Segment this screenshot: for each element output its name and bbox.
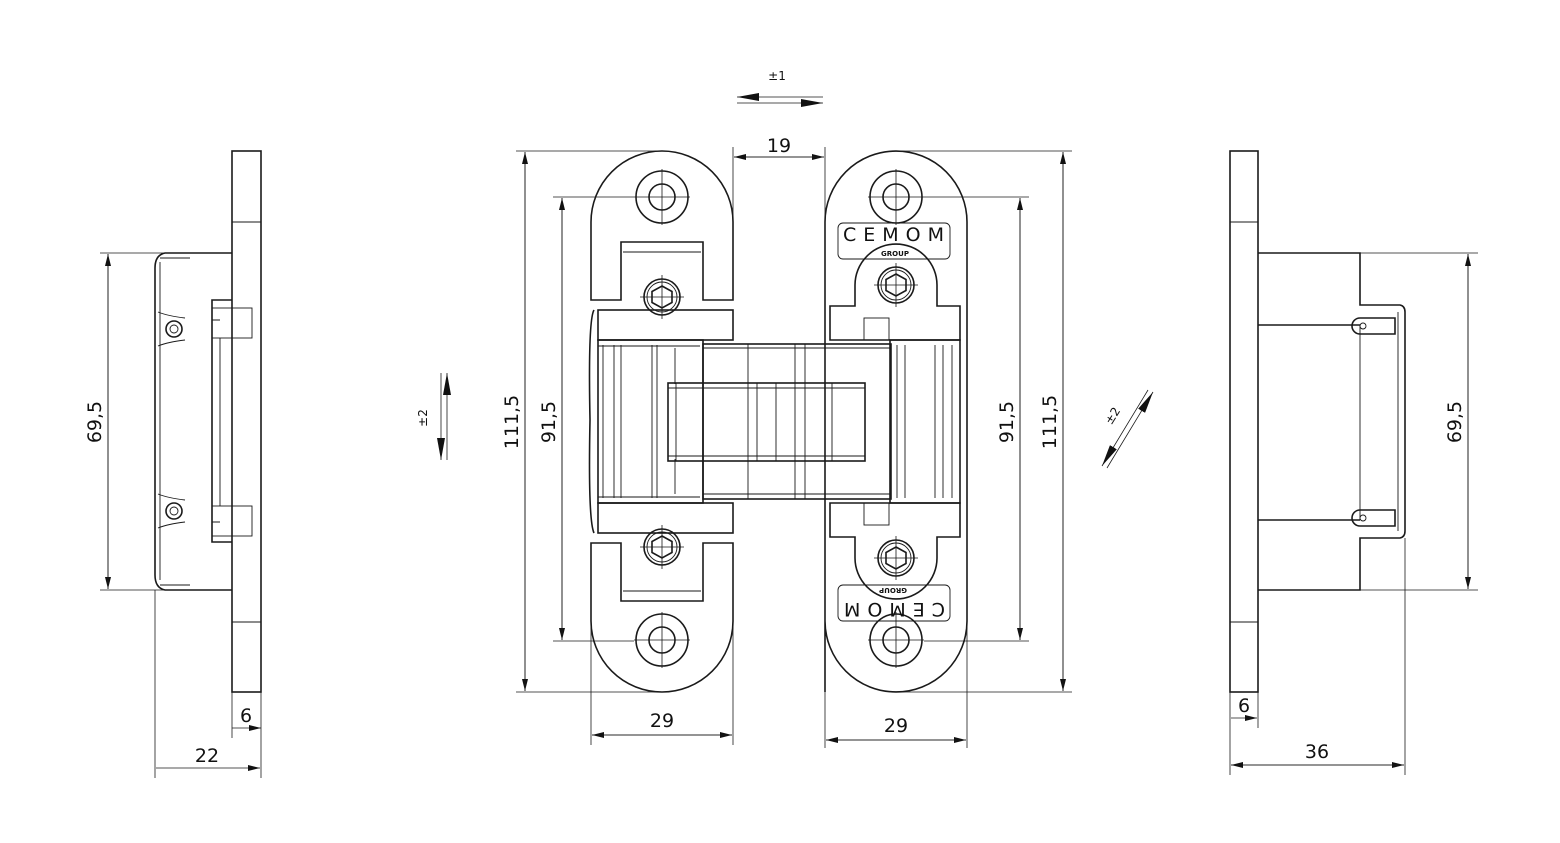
dim-leaf-width-right: 29	[884, 715, 908, 737]
cemom-logo-inverted: CEMOM GROUP	[837, 584, 951, 622]
front-view: CEMOM GROUP CEMOM GROUP	[501, 135, 1072, 748]
label-depth-adjust: ±2	[1102, 405, 1123, 427]
left-side-view: 69,5 6 22	[84, 150, 262, 778]
adjustment-vertical: ±2	[416, 373, 451, 460]
dim-plate-thickness-left: 6	[240, 705, 252, 727]
right-side-view: 69,5 6 36	[1229, 150, 1478, 775]
svg-text:GROUP: GROUP	[879, 586, 907, 594]
dim-depth-right: 36	[1305, 741, 1329, 763]
dim-overall-height-left: 111,5	[501, 395, 523, 449]
dim-overall-height-right: 111,5	[1039, 395, 1061, 449]
adjustment-horizontal: ±1	[737, 69, 823, 107]
dim-depth-left: 22	[195, 745, 219, 767]
svg-text:CEMOM: CEMOM	[843, 224, 951, 246]
hex-screw-icon	[643, 266, 915, 577]
dim-body-height-left: 69,5	[84, 401, 106, 443]
dim-hole-spacing-left: 91,5	[538, 401, 560, 443]
adjustment-depth: ±2	[1101, 389, 1154, 469]
svg-text:CEMOM: CEMOM	[837, 598, 945, 620]
dim-hole-spacing-right: 91,5	[996, 401, 1018, 443]
cemom-logo: CEMOM GROUP	[837, 222, 951, 260]
label-horizontal-adjust: ±1	[768, 69, 786, 83]
dim-body-height-right: 69,5	[1444, 401, 1466, 443]
svg-text:GROUP: GROUP	[881, 250, 909, 258]
dim-gap: 19	[767, 135, 791, 157]
dim-leaf-width-left: 29	[650, 710, 674, 732]
label-vertical-adjust: ±2	[416, 409, 430, 427]
dim-plate-thickness-right: 6	[1238, 695, 1250, 717]
